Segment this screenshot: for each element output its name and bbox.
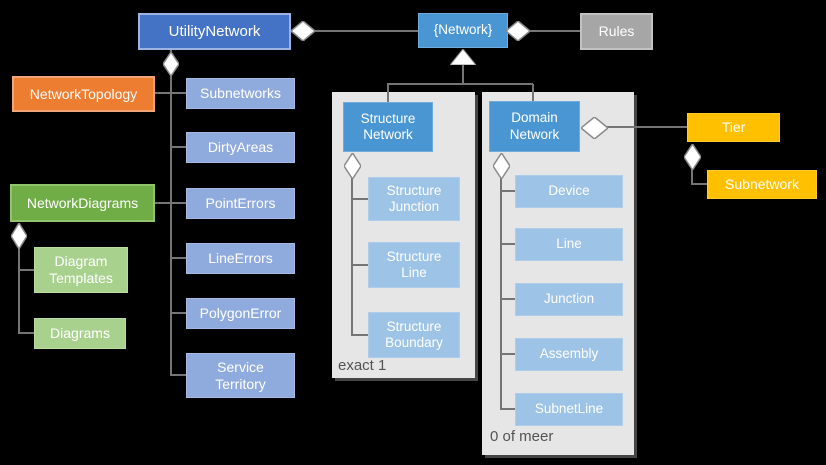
connector-polygonerror xyxy=(172,312,186,314)
aggregation-diamond-structure xyxy=(344,153,361,179)
node-assembly: Assembly xyxy=(515,338,623,371)
node-diagrams: Diagrams xyxy=(34,318,126,349)
node-domain-network: Domain Network xyxy=(489,101,580,152)
aggregation-diamond-network-rules xyxy=(506,21,530,41)
connector-inheritance-span xyxy=(387,83,533,85)
domain-multiplicity-note: 0 of meer xyxy=(490,428,554,445)
aggregation-diamond-utilitynetwork-children xyxy=(163,52,179,76)
connector-to-structure-network xyxy=(387,84,389,102)
node-structure-boundary: Structure Boundary xyxy=(368,312,460,358)
aggregation-diamond-utilitynetwork xyxy=(291,21,315,41)
connector-diagrams xyxy=(18,332,34,334)
connector-structure-line xyxy=(351,264,368,266)
node-junction: Junction xyxy=(515,283,623,316)
connector-structure-trunk xyxy=(351,178,353,336)
connector-structure-junction xyxy=(351,198,368,200)
aggregation-diamond-networkdiagrams xyxy=(11,223,27,249)
structure-multiplicity-note: exact 1 xyxy=(338,357,387,374)
connector-lineerrors xyxy=(172,257,186,259)
node-lineerrors: LineErrors xyxy=(186,243,295,274)
node-diagram-templates: Diagram Templates xyxy=(34,247,128,293)
connector-to-domain-network xyxy=(532,84,534,101)
connector-domain-tier xyxy=(606,126,687,128)
node-utilitynetwork: UtilityNetwork xyxy=(138,13,291,50)
inheritance-triangle-icon xyxy=(450,49,476,65)
connector-inheritance-stem xyxy=(462,64,464,84)
connector-network-rules xyxy=(528,30,580,32)
connector-domain-trunk xyxy=(500,178,502,410)
node-subnetline: SubnetLine xyxy=(515,393,623,426)
aggregation-diamond-tier xyxy=(684,144,701,170)
connector-junction xyxy=(500,298,515,300)
node-line: Line xyxy=(515,228,623,261)
connector-dirtyareas xyxy=(172,146,186,148)
connector-networktopology-subnetworks xyxy=(155,92,186,94)
node-subnetwork: Subnetwork xyxy=(707,170,817,199)
node-dirtyareas: DirtyAreas xyxy=(186,132,295,163)
node-rules: Rules xyxy=(580,13,653,50)
connector-tier-stem xyxy=(691,168,693,185)
connector-assembly xyxy=(500,353,515,355)
node-device: Device xyxy=(515,175,623,208)
connector-structure-boundary xyxy=(351,334,368,336)
node-subnetworks: Subnetworks xyxy=(186,78,295,109)
node-tier: Tier xyxy=(687,113,780,142)
aggregation-diamond-domain-tier xyxy=(581,117,608,139)
connector-diagramtemplates xyxy=(19,269,34,271)
node-network: {Network} xyxy=(418,13,508,48)
connector-tier-subnetwork xyxy=(691,183,707,185)
connector-subnetline xyxy=(500,408,515,410)
node-networktopology: NetworkTopology xyxy=(12,76,155,112)
node-service-territory: Service Territory xyxy=(186,353,295,398)
node-structure-network: Structure Network xyxy=(343,102,433,152)
node-pointerrors: PointErrors xyxy=(186,188,295,219)
connector-device xyxy=(500,190,515,192)
node-structure-line: Structure Line xyxy=(368,242,460,288)
node-polygonerror: PolygonError xyxy=(186,298,295,329)
connector-serviceterritory xyxy=(172,374,186,376)
connector-line xyxy=(500,243,515,245)
connector-utilitynetwork-trunk xyxy=(170,50,172,376)
connector-networkdiagrams-pointerrors xyxy=(155,202,186,204)
node-networkdiagrams: NetworkDiagrams xyxy=(10,184,155,222)
node-structure-junction: Structure Junction xyxy=(368,177,460,221)
connector-networkdiagrams-trunk xyxy=(18,247,20,334)
connector-utilitynetwork-network xyxy=(313,30,418,32)
aggregation-diamond-domain xyxy=(493,153,510,179)
